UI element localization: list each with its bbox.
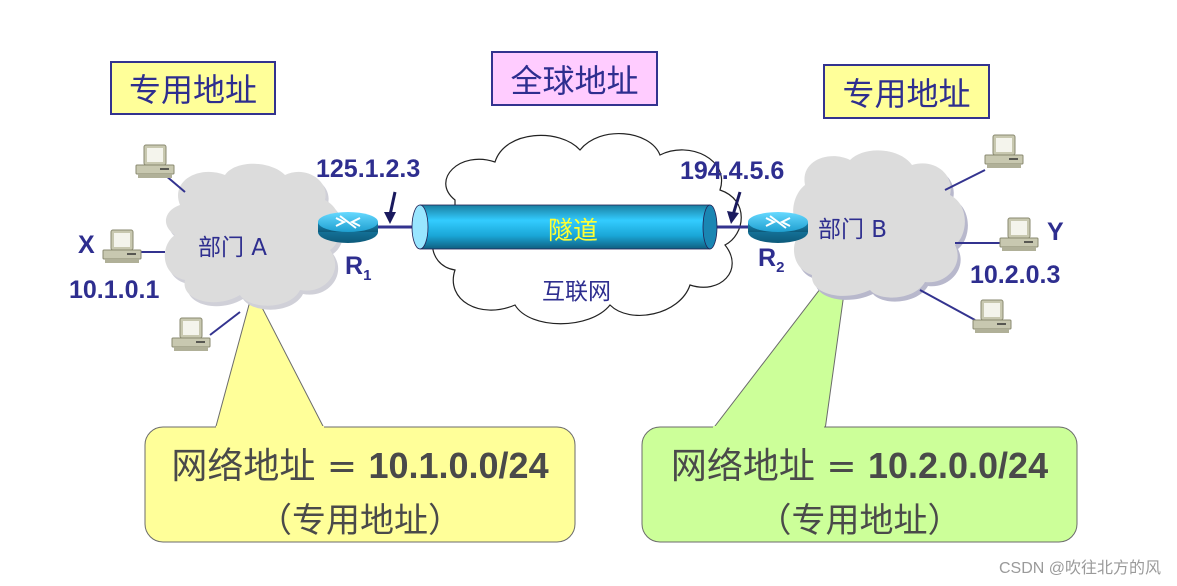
host-pc-icon	[984, 134, 1024, 169]
router-r2-icon	[747, 211, 809, 244]
tunnel-label: 隧道	[548, 216, 599, 245]
router-r2-name: R2	[758, 244, 785, 276]
callout-left-address: 10.1.0.0/24	[368, 445, 549, 486]
callout-left-box	[144, 426, 576, 543]
label-private-right: 专用地址	[823, 64, 990, 119]
router-r2-ip: 194.4.5.6	[680, 157, 785, 185]
ip-arrows	[384, 191, 742, 224]
dept-a-cloud	[164, 163, 344, 310]
callout-right-prefix: 网络地址 =	[670, 446, 868, 487]
callout-left-note: （专用地址）	[258, 501, 462, 541]
dept-a-label: 部门 A	[198, 235, 268, 261]
internet-label: 互联网	[542, 279, 611, 305]
callout-right-box	[641, 426, 1078, 543]
router-r1-icon	[317, 211, 379, 244]
callout-right-note: （专用地址）	[757, 501, 962, 541]
callout-left-text: 网络地址 = 10.1.0.0/24 （专用地址）	[145, 437, 575, 542]
host-y-ip: 10.2.0.3	[970, 261, 1061, 289]
host-pc-icon	[135, 144, 175, 179]
callout-right-text: 网络地址 = 10.2.0.0/24 （专用地址）	[642, 437, 1077, 542]
router-r1-ip: 125.1.2.3	[316, 155, 421, 183]
label-private-left: 专用地址	[110, 61, 276, 115]
label-global-text: 全球地址	[510, 61, 639, 100]
tunnel-pipe	[411, 204, 718, 250]
host-y-name: Y	[1047, 218, 1064, 246]
host-x-pc-icon	[102, 229, 142, 264]
label-private-left-text: 专用地址	[128, 71, 257, 109]
callout-right-address: 10.2.0.0/24	[867, 445, 1049, 486]
watermark: CSDN @吹往北方的风	[998, 560, 1161, 577]
host-x-ip: 10.1.0.1	[69, 276, 160, 304]
label-private-right-text: 专用地址	[842, 74, 971, 113]
host-pc-icon	[972, 299, 1012, 334]
dept-b-cloud	[793, 150, 968, 302]
host-pc-icon	[171, 317, 211, 352]
label-global: 全球地址	[491, 51, 658, 106]
host-x-name: X	[78, 231, 95, 259]
dept-b-label: 部门 B	[818, 217, 888, 243]
host-y-pc-icon	[999, 217, 1039, 252]
callout-left-prefix: 网络地址 =	[171, 446, 369, 487]
router-r1-name: R1	[345, 252, 372, 284]
callout-left-pointer	[214, 288, 326, 431]
